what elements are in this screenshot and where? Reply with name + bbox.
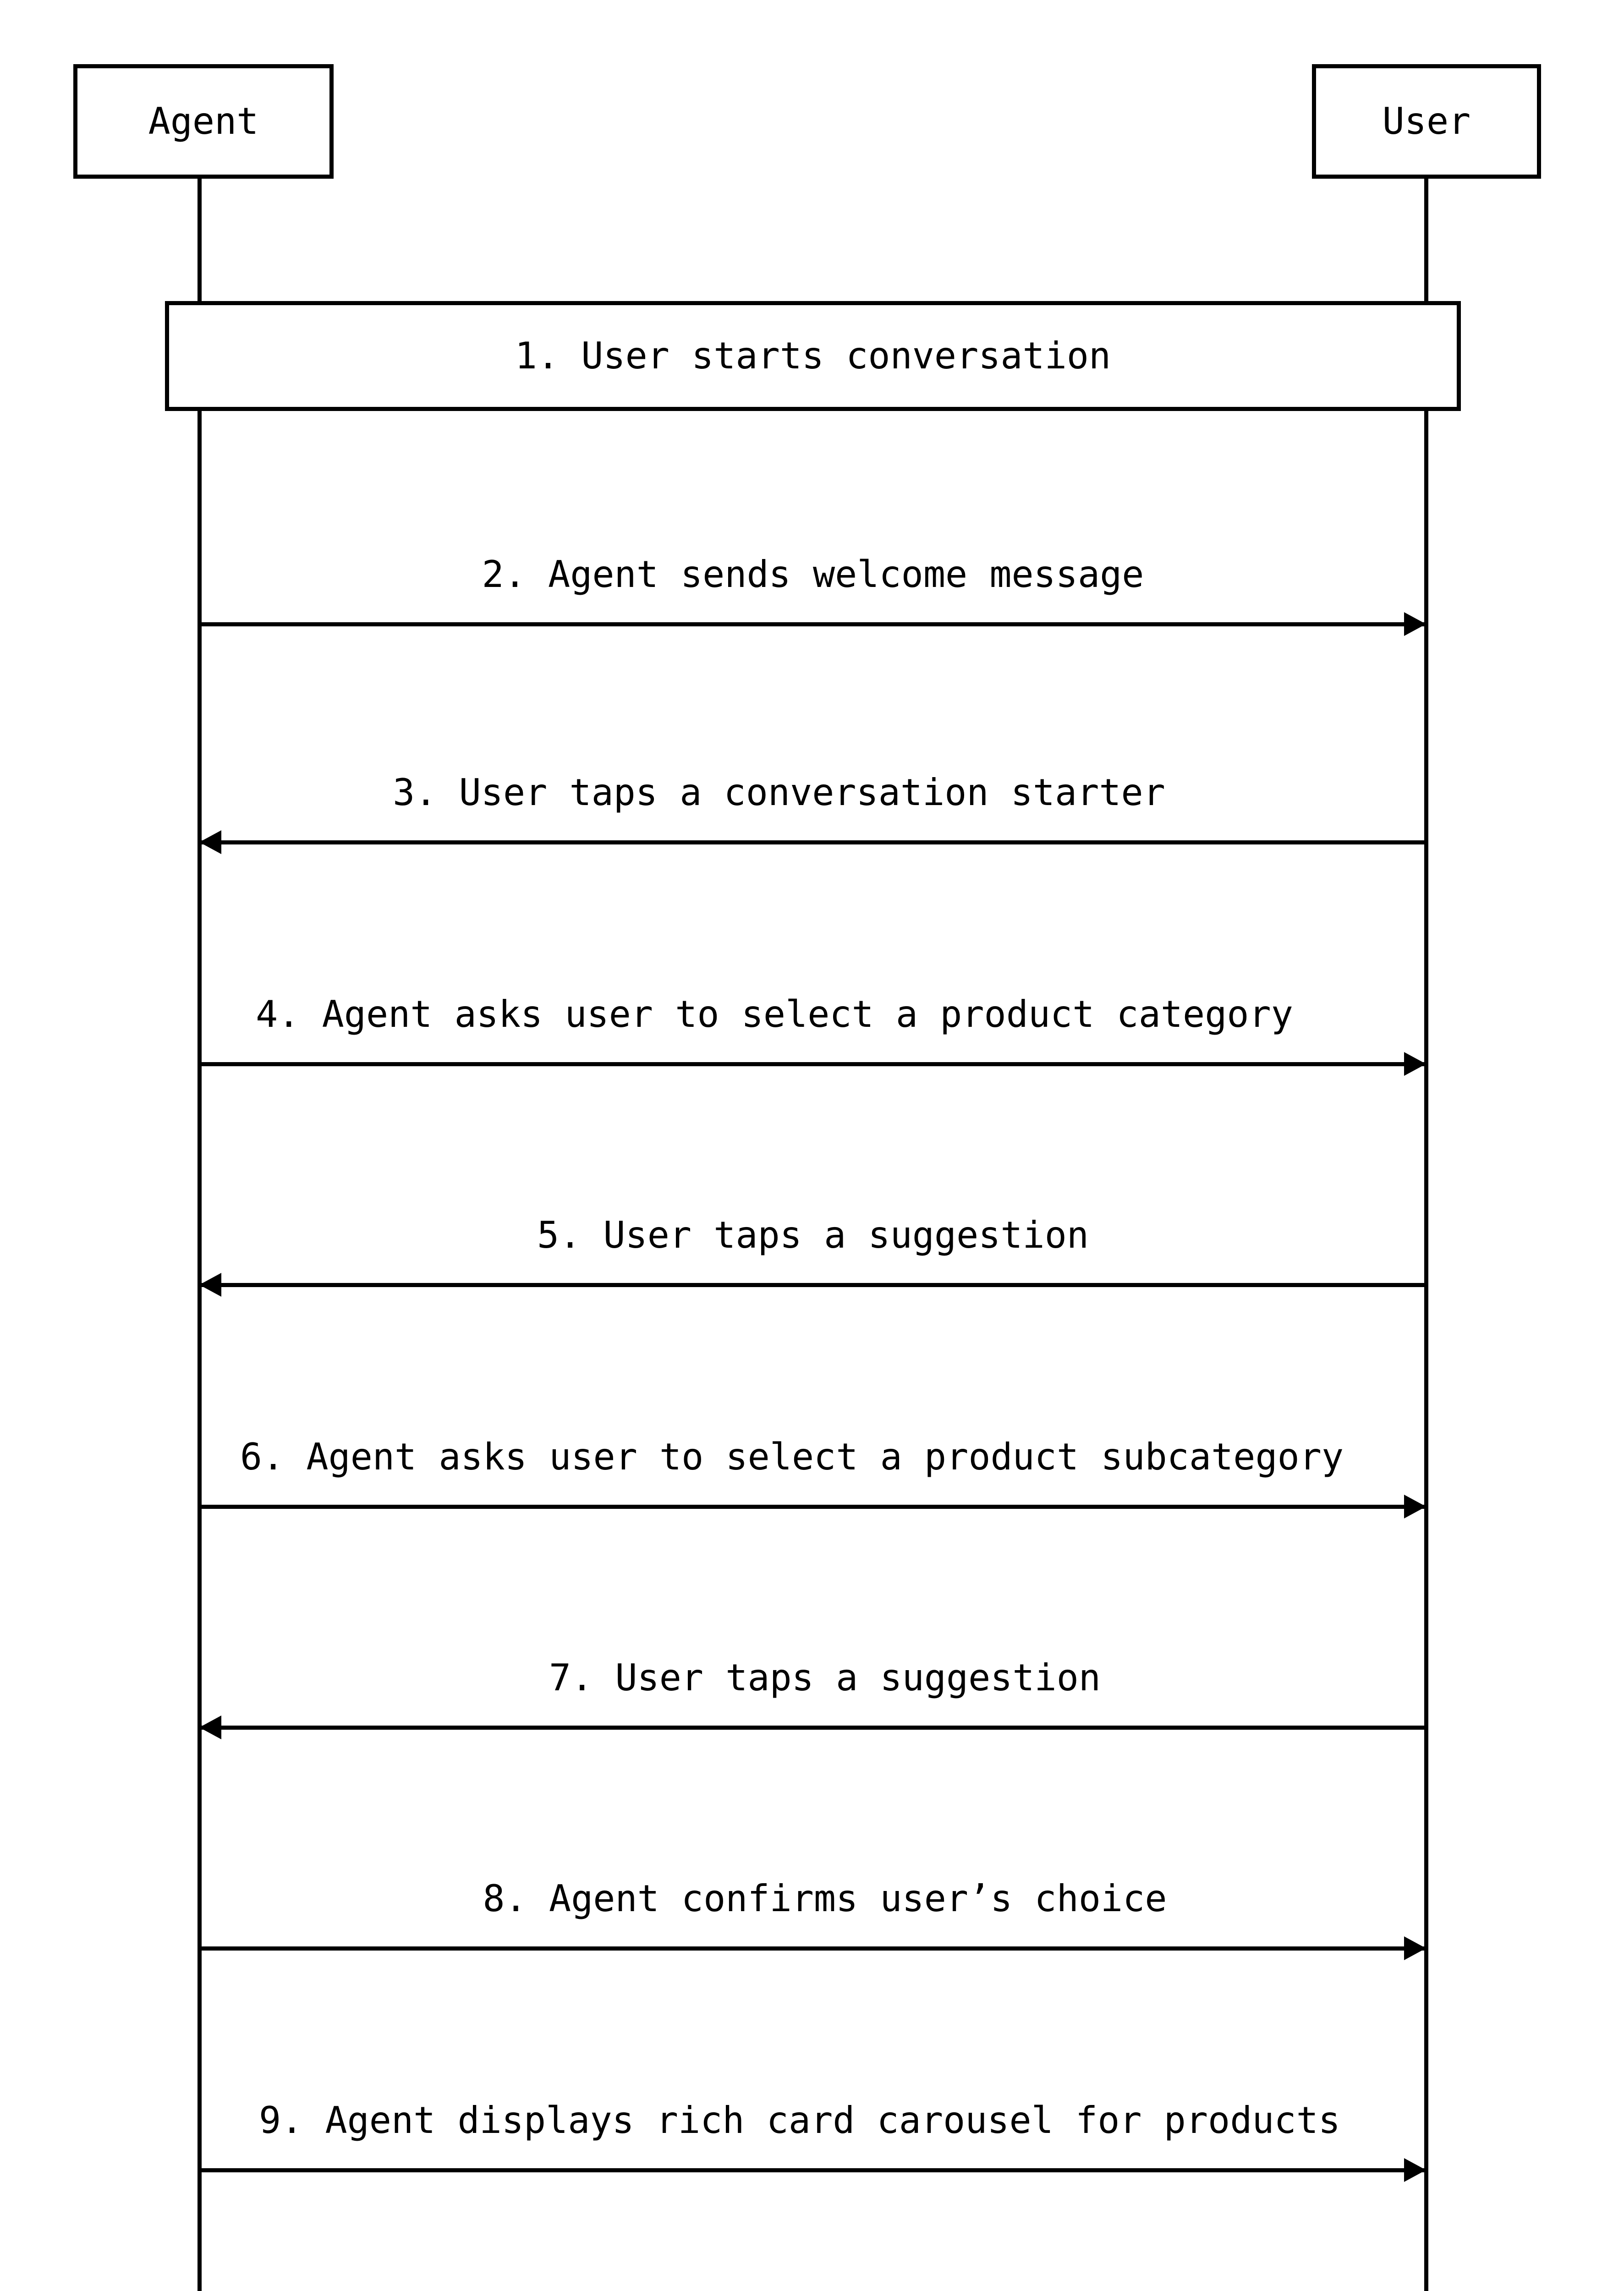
arrowhead-left-icon bbox=[199, 1273, 221, 1297]
message-2 bbox=[0, 612, 1624, 636]
participant-box-agent-top[interactable]: Agent bbox=[73, 64, 334, 179]
message-label-4: 4. Agent asks user to select a product c… bbox=[256, 993, 1293, 1036]
arrowhead-right-icon bbox=[1404, 1495, 1426, 1518]
message-label-3: 3. User taps a conversation starter bbox=[393, 771, 1165, 814]
message-line-7 bbox=[199, 1726, 1426, 1730]
participant-box-user-top[interactable]: User bbox=[1312, 64, 1541, 179]
message-line-4 bbox=[199, 1062, 1426, 1066]
message-6 bbox=[0, 1495, 1624, 1518]
arrowhead-left-icon bbox=[199, 1716, 221, 1739]
message-label-8: 8. Agent confirms user’s choice bbox=[483, 1877, 1167, 1920]
message-7 bbox=[0, 1716, 1624, 1739]
message-label-5: 5. User taps a suggestion bbox=[537, 1214, 1089, 1256]
message-4 bbox=[0, 1052, 1624, 1076]
note-box-note-1: 1. User starts conversation bbox=[165, 301, 1461, 411]
message-9 bbox=[0, 2158, 1624, 2182]
lifeline-user bbox=[1424, 179, 1428, 2291]
arrowhead-right-icon bbox=[1404, 612, 1426, 636]
participant-label-agent: Agent bbox=[148, 100, 259, 143]
message-line-5 bbox=[199, 1283, 1426, 1287]
message-line-8 bbox=[199, 1946, 1426, 1951]
message-line-9 bbox=[199, 2168, 1426, 2172]
participant-label-user: User bbox=[1382, 100, 1471, 143]
arrowhead-right-icon bbox=[1404, 2158, 1426, 2182]
message-label-9: 9. Agent displays rich card carousel for… bbox=[258, 2099, 1341, 2142]
message-label-7: 7. User taps a suggestion bbox=[549, 1656, 1101, 1699]
arrowhead-right-icon bbox=[1404, 1936, 1426, 1960]
message-line-3 bbox=[199, 840, 1426, 844]
arrowhead-left-icon bbox=[199, 830, 221, 854]
message-3 bbox=[0, 830, 1624, 854]
arrowhead-right-icon bbox=[1404, 1052, 1426, 1076]
message-line-6 bbox=[199, 1505, 1426, 1509]
message-5 bbox=[0, 1273, 1624, 1297]
lifeline-agent bbox=[198, 179, 202, 2291]
message-label-6: 6. Agent asks user to select a product s… bbox=[240, 1436, 1344, 1478]
message-label-2: 2. Agent sends welcome message bbox=[482, 553, 1144, 596]
note-label: 1. User starts conversation bbox=[515, 334, 1111, 377]
message-8 bbox=[0, 1936, 1624, 1960]
message-line-2 bbox=[199, 622, 1426, 626]
